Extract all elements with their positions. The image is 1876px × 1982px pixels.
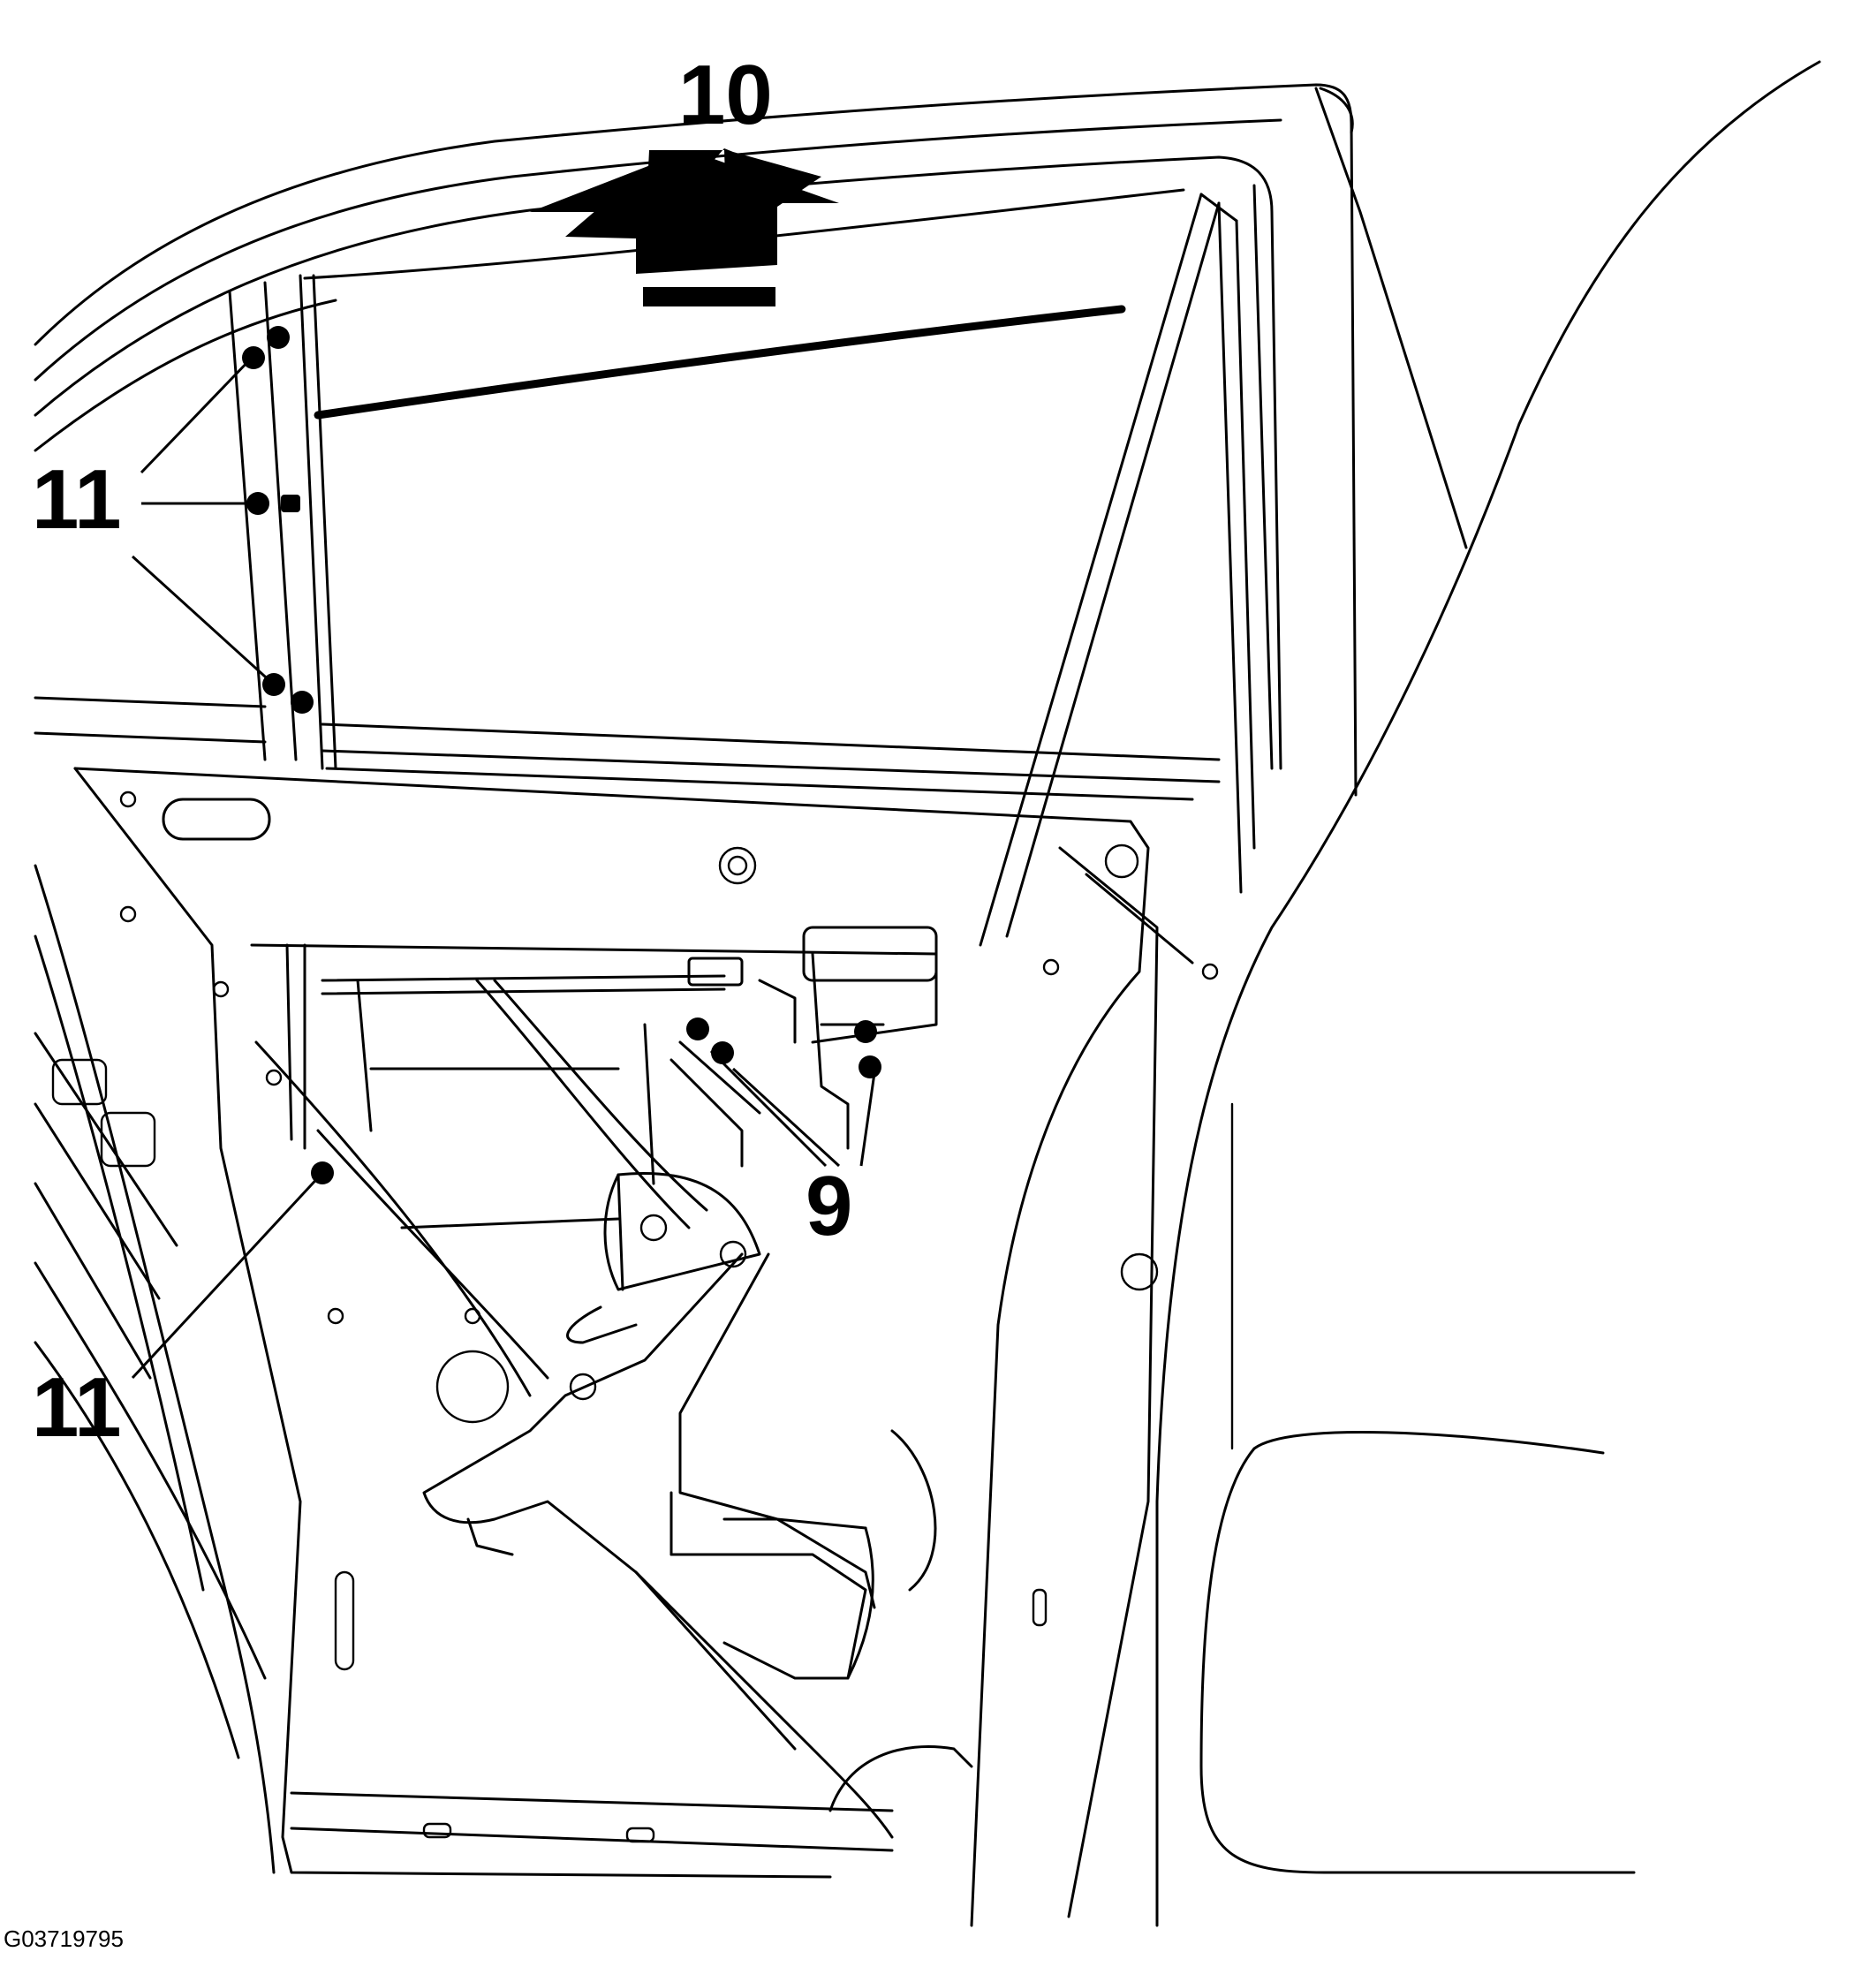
callout-lower-fastener: 11 — [32, 1360, 122, 1455]
callout-upper-fasteners: 11 — [32, 452, 122, 547]
fastener-dots — [242, 326, 881, 1184]
panel-holes — [51, 791, 1219, 1843]
removal-direction-arrow — [530, 148, 839, 306]
figure-id: G03719795 — [4, 1925, 124, 1952]
callout-removal-direction: 10 — [678, 48, 773, 142]
window-glass — [303, 188, 1221, 801]
b-pillar — [34, 274, 337, 770]
rear-fender — [1155, 60, 1821, 1927]
window-guide-rail — [979, 184, 1274, 947]
lower-bracket — [422, 1252, 973, 1839]
callout-mechanism-fasteners: 9 — [806, 1159, 853, 1253]
window-regulator — [250, 926, 938, 1401]
inner-door-panel — [34, 767, 1194, 1927]
callout-leaders — [131, 356, 876, 1380]
